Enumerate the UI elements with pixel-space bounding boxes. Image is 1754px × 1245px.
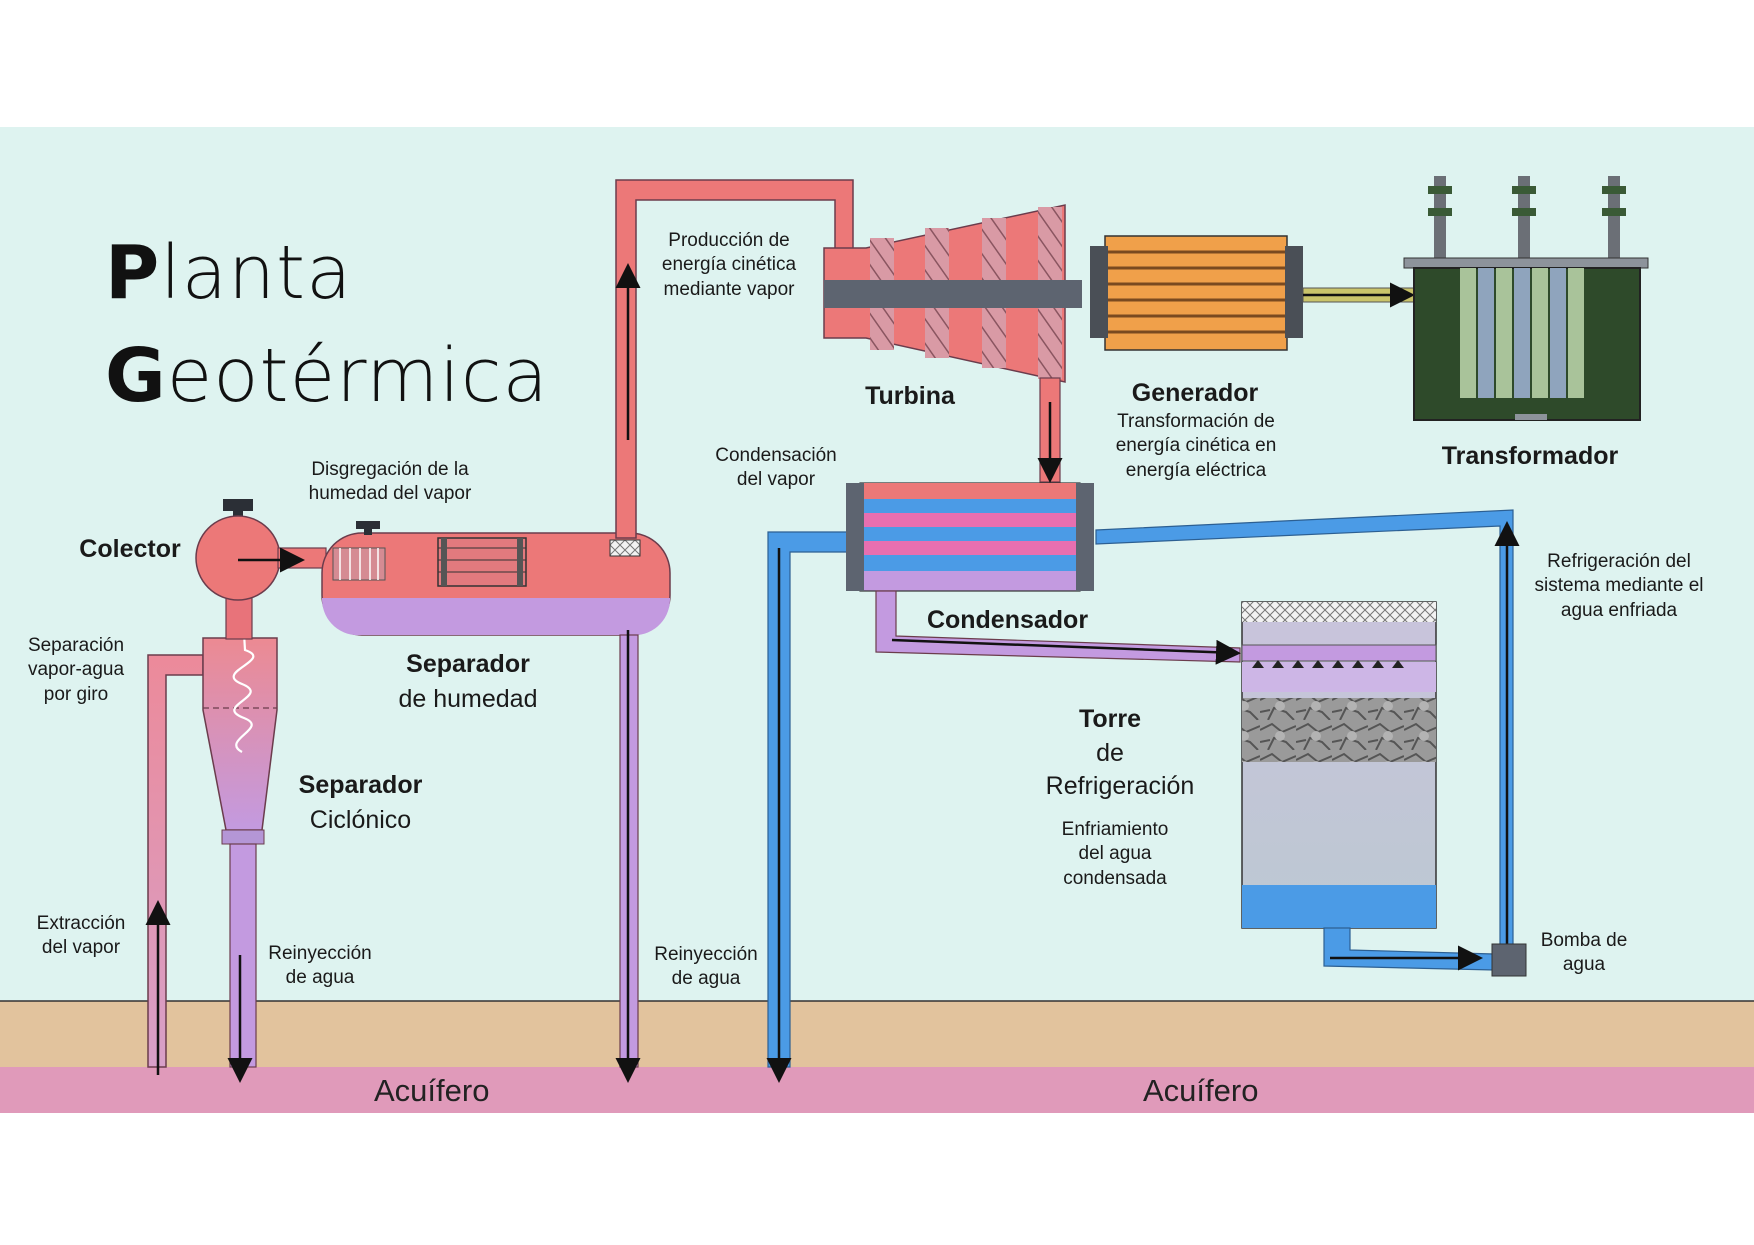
label-separador-ciclonico-sub: Ciclónico bbox=[309, 806, 412, 834]
title-initial-p: P bbox=[105, 230, 161, 316]
aquifer-layer bbox=[0, 1067, 1754, 1113]
page-title-line-2: Geotérmica bbox=[105, 333, 549, 419]
page-title-line-1: Planta bbox=[105, 230, 352, 316]
annotation-separacion: Separación vapor-agua por giro bbox=[27, 635, 125, 705]
label-torre-refrigeracion: Refrigeración bbox=[1045, 772, 1195, 800]
label-separador-humedad: Separador bbox=[406, 650, 530, 678]
label-turbina: Turbina bbox=[865, 382, 955, 410]
ground-layer bbox=[0, 1001, 1754, 1067]
annotation-reinyeccion-2: Reinyección de agua bbox=[654, 944, 758, 990]
cyclonic-reinjection-pipe bbox=[229, 843, 257, 1068]
annotation-extraccion: Extracción del vapor bbox=[36, 913, 126, 959]
swirl bbox=[232, 599, 255, 753]
annotation-transformacion: Transformación de energía cinética en en… bbox=[1115, 411, 1277, 481]
collector bbox=[195, 515, 281, 601]
annotation-produccion: Producción de energía cinética mediante … bbox=[661, 230, 797, 300]
title-rest-1: lanta bbox=[160, 230, 353, 316]
annotation-refrigeracion-sistema: Refrigeración del sistema mediante el ag… bbox=[1534, 551, 1704, 621]
annotation-enfriamiento: Enfriamiento del agua condensada bbox=[1061, 819, 1169, 889]
annotation-reinyeccion-1: Reinyección de agua bbox=[268, 943, 372, 989]
label-generador: Generador bbox=[1131, 379, 1259, 407]
label-transformador: Transformador bbox=[1441, 442, 1619, 470]
label-separador-humedad-sub: de humedad bbox=[398, 685, 538, 713]
label-condensador: Condensador bbox=[926, 606, 1089, 634]
label-torre: Torre bbox=[1078, 705, 1142, 733]
annotation-bomba: Bomba de agua bbox=[1540, 930, 1628, 976]
annotation-condensacion: Condensación del vapor bbox=[715, 445, 837, 491]
aquifer-label-left: Acuífero bbox=[374, 1073, 490, 1108]
annotation-disgregacion: Disgregación de la humedad del vapor bbox=[308, 459, 472, 505]
aquifer-label-right: Acuífero bbox=[1143, 1073, 1259, 1108]
water-pump bbox=[1491, 943, 1527, 977]
title-rest-2: eotérmica bbox=[166, 333, 549, 419]
transformer-bushings bbox=[1428, 176, 1626, 264]
title-initial-g: G bbox=[105, 333, 167, 419]
label-separador-ciclonico: Separador bbox=[298, 771, 423, 799]
label-colector: Colector bbox=[79, 535, 181, 563]
label-torre-de: de bbox=[1096, 739, 1124, 767]
